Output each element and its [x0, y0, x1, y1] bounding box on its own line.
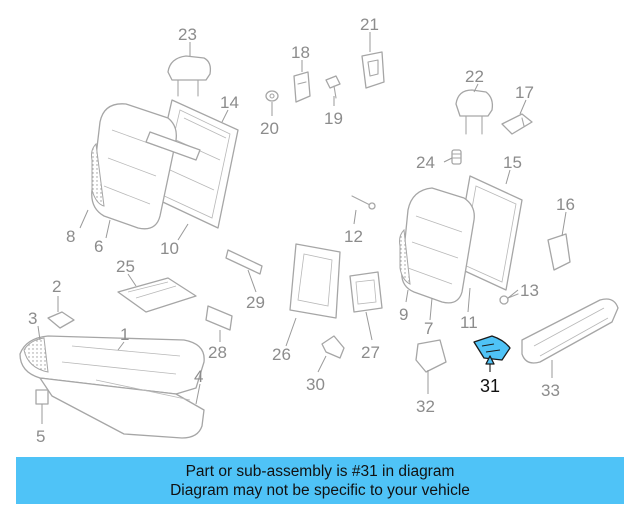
part-17-bracket [501, 113, 533, 135]
callout-26: 26 [272, 345, 291, 364]
parts-diagram: 23 21 18 14 20 19 22 17 15 24 16 8 6 10 … [19, 15, 619, 446]
part-5-clip [35, 389, 49, 405]
callout-3: 3 [28, 309, 37, 328]
part-23-headrest [167, 55, 212, 97]
callout-29: 29 [246, 293, 265, 312]
part-30-bracket [321, 335, 345, 359]
callout-4: 4 [194, 367, 203, 386]
part-24-guide [451, 149, 462, 165]
callout-8: 8 [66, 227, 75, 246]
part-31-highlighted[interactable] [473, 335, 511, 361]
callout-32: 32 [416, 397, 435, 416]
banner-line-1: Part or sub-assembly is #31 in diagram [185, 462, 455, 480]
callout-31-highlighted: 31 [480, 376, 500, 396]
callout-14: 14 [220, 93, 239, 112]
callout-24: 24 [416, 153, 435, 172]
info-banner: Part or sub-assembly is #31 in diagram D… [16, 457, 624, 504]
part-32-bracket [415, 339, 447, 373]
callout-7: 7 [424, 319, 433, 338]
part-6-seatback [91, 103, 201, 230]
callout-15: 15 [503, 153, 522, 172]
callout-18: 18 [291, 43, 310, 62]
part-19-bolt [325, 75, 341, 99]
callout-30: 30 [306, 375, 325, 394]
callout-2: 2 [52, 277, 61, 296]
part-1-seat-cushion [19, 335, 205, 439]
callout-13: 13 [520, 281, 539, 300]
callout-16: 16 [556, 195, 575, 214]
callout-27: 27 [361, 343, 380, 362]
callout-25: 25 [116, 257, 135, 276]
callout-9: 9 [399, 305, 408, 324]
part-27-plate [349, 271, 383, 313]
callout-5: 5 [36, 427, 45, 446]
part-26-frame [289, 243, 341, 319]
callout-33: 33 [541, 381, 560, 400]
part-2-clip [47, 311, 75, 329]
part-25-pad [117, 277, 197, 313]
part-7-seatback [399, 187, 475, 304]
callout-23: 23 [178, 25, 197, 44]
callout-12: 12 [344, 227, 363, 246]
callout-21: 21 [360, 15, 379, 34]
callout-20: 20 [260, 119, 279, 138]
part-18-clip [293, 71, 311, 103]
part-22-headrest [455, 89, 494, 135]
callout-11: 11 [460, 313, 478, 332]
leader-lines [37, 32, 567, 424]
part-28-cover [205, 305, 233, 331]
callout-17: 17 [515, 83, 534, 102]
part-21-bracket [361, 51, 385, 89]
callout-22: 22 [465, 67, 484, 86]
callout-6: 6 [94, 237, 103, 256]
callout-28: 28 [208, 343, 227, 362]
part-13-bolt [499, 293, 519, 305]
callout-labels: 23 21 18 14 20 19 22 17 15 24 16 8 6 10 … [28, 15, 575, 446]
callout-19: 19 [324, 109, 343, 128]
part-33-cover [521, 298, 619, 364]
part-16-cover [547, 233, 571, 271]
banner-line-2: Diagram may not be specific to your vehi… [170, 481, 470, 499]
part-29-strip [225, 249, 263, 275]
callout-10: 10 [160, 239, 179, 258]
part-20-nut [265, 90, 279, 102]
callout-1: 1 [120, 325, 129, 344]
part-12-bolt [351, 195, 376, 210]
